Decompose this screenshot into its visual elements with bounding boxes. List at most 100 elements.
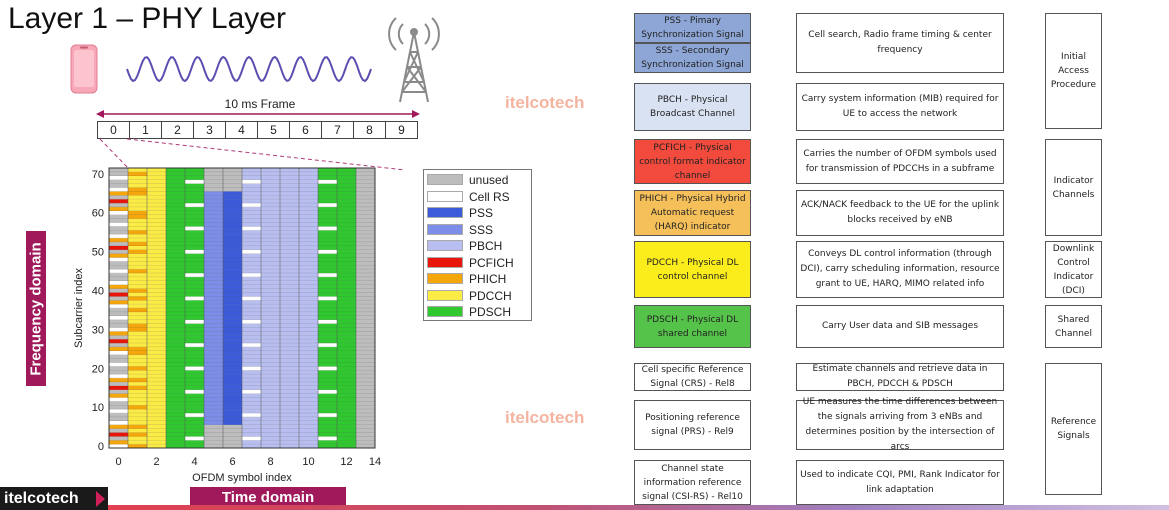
grid-cell <box>223 292 242 297</box>
grid-cell <box>318 374 337 379</box>
grid-cell <box>166 346 185 351</box>
grid-cell <box>166 420 185 425</box>
grid-cell <box>128 428 147 433</box>
grid-cell <box>299 311 318 316</box>
watermark: itelcotech <box>505 408 585 427</box>
grid-cell <box>166 226 185 231</box>
grid-cell <box>280 428 299 433</box>
grid-cell <box>280 401 299 406</box>
grid-cell <box>109 253 128 258</box>
grid-cell <box>147 187 166 192</box>
grid-cell <box>223 175 242 180</box>
grid-cell <box>242 354 261 359</box>
category-cell: Reference Signals <box>1045 363 1102 495</box>
grid-cell <box>204 245 223 250</box>
grid-cell <box>128 206 147 211</box>
grid-cell <box>204 273 223 278</box>
grid-cell <box>299 226 318 231</box>
grid-cell <box>242 370 261 375</box>
grid-cell <box>166 428 185 433</box>
grid-cell <box>185 199 204 204</box>
grid-cell <box>185 168 204 173</box>
grid-cell <box>223 203 242 208</box>
grid-cell <box>109 238 128 243</box>
grid-cell <box>128 276 147 281</box>
grid-cell <box>166 397 185 402</box>
grid-cell <box>318 206 337 211</box>
grid-cell <box>242 304 261 309</box>
grid-cell <box>166 245 185 250</box>
grid-cell <box>356 171 375 176</box>
grid-cell <box>280 420 299 425</box>
grid-cell <box>299 234 318 239</box>
x-tick-label: 6 <box>229 456 235 468</box>
grid-cell <box>185 428 204 433</box>
grid-cell <box>223 168 242 173</box>
channel-cell: Channel state information reference sign… <box>634 460 751 505</box>
grid-cell <box>128 401 147 406</box>
grid-cell <box>185 273 204 278</box>
grid-cell <box>280 206 299 211</box>
legend-item: PBCH <box>427 239 527 253</box>
grid-cell <box>337 230 356 235</box>
grid-cell <box>147 358 166 363</box>
grid-cell <box>356 195 375 200</box>
grid-cell <box>185 393 204 398</box>
grid-cell <box>280 191 299 196</box>
grid-cell <box>128 405 147 410</box>
grid-cell <box>261 420 280 425</box>
grid-cell <box>147 397 166 402</box>
grid-cell <box>242 265 261 270</box>
grid-cell <box>185 269 204 274</box>
grid-cell <box>337 199 356 204</box>
grid-cell <box>204 428 223 433</box>
grid-cell <box>147 245 166 250</box>
grid-cell <box>356 218 375 223</box>
grid-cell <box>166 381 185 386</box>
grid-cell <box>185 413 204 418</box>
grid-cell <box>109 280 128 285</box>
grid-cell <box>128 210 147 215</box>
grid-cell <box>242 261 261 266</box>
grid-cell <box>337 300 356 305</box>
grid-cell <box>337 288 356 293</box>
grid-cell <box>128 168 147 173</box>
grid-cell <box>261 245 280 250</box>
grid-cell <box>147 343 166 348</box>
grid-cell <box>166 335 185 340</box>
grid-cell <box>356 315 375 320</box>
grid-cell <box>261 203 280 208</box>
grid-cell <box>223 179 242 184</box>
grid-cell <box>223 366 242 371</box>
grid-cell <box>223 261 242 266</box>
grid-cell <box>223 214 242 219</box>
grid-cell <box>356 311 375 316</box>
grid-cell <box>261 296 280 301</box>
grid-cell <box>147 183 166 188</box>
legend-swatch <box>427 223 463 235</box>
grid-cell <box>223 428 242 433</box>
grid-cell <box>204 319 223 324</box>
grid-cell <box>147 331 166 336</box>
grid-cell <box>223 354 242 359</box>
grid-cell <box>318 327 337 332</box>
grid-cell <box>337 315 356 320</box>
grid-cell <box>185 191 204 196</box>
channel-cell: PHICH - Physical Hybrid Automatic reques… <box>634 190 751 236</box>
grid-cell <box>109 175 128 180</box>
grid-cell <box>166 276 185 281</box>
grid-cell <box>299 191 318 196</box>
grid-cell <box>204 331 223 336</box>
grid-cell <box>223 253 242 258</box>
grid-cell <box>337 241 356 246</box>
grid-cell <box>128 413 147 418</box>
grid-cell <box>147 323 166 328</box>
grid-cell <box>356 230 375 235</box>
x-axis-label: OFDM symbol index <box>192 472 292 484</box>
grid-cell <box>109 288 128 293</box>
grid-cell <box>166 374 185 379</box>
grid-cell <box>109 354 128 359</box>
grid-cell <box>299 218 318 223</box>
grid-cell <box>261 409 280 414</box>
grid-cell <box>185 234 204 239</box>
